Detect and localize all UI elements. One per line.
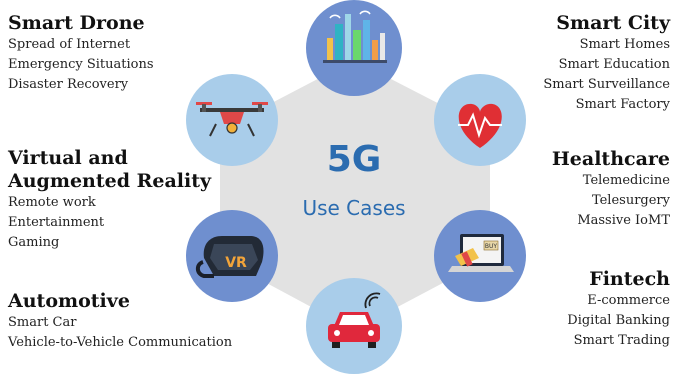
section-title: Smart City [556,12,670,34]
health-circle [434,74,526,166]
list-item: Telemedicine [582,173,670,188]
list-item: Telesurgery [591,193,670,208]
section-title: Smart Drone [8,12,145,34]
list-item: Smart Trading [573,333,670,348]
section-city: Smart City Smart Homes Smart Education S… [543,12,670,115]
section-fintech: Fintech E-commerce Digital Banking Smart… [567,268,670,351]
list-item: Entertainment [8,215,105,230]
city-icon [323,10,387,63]
list-item: Smart Factory [575,97,670,112]
buy-label: BUY [485,243,498,250]
list-item: E-commerce [587,293,670,308]
drone-circle [186,74,278,166]
fintech-circle: BUY [434,210,526,302]
automotive-circle [306,278,402,374]
center-hexagon [220,60,490,330]
list-item: Smart Surveillance [543,77,670,92]
car-icon [328,292,381,348]
vr-circle: VR [186,210,278,302]
list-item: Remote work [8,195,96,210]
list-item: Vehicle-to-Vehicle Communication [8,335,233,350]
section-automotive: Automotive Smart Car Vehicle-to-Vehicle … [8,290,232,353]
hub-subtitle: Use Cases [302,196,406,220]
section-title: Augmented Reality [8,170,212,192]
hub-title: 5G [326,139,382,180]
section-title: Virtual and [8,147,128,169]
section-vr: Virtual and Augmented Reality Remote wor… [8,147,211,253]
section-title: Fintech [589,268,670,290]
list-item: Digital Banking [567,313,670,328]
list-item: Spread of Internet [8,37,131,52]
section-title: Automotive [8,290,130,312]
list-item: Emergency Situations [8,57,154,72]
list-item: Disaster Recovery [8,77,129,92]
vr-headset-icon: VR [195,236,264,278]
list-item: Massive IoMT [577,213,670,228]
heart-pulse-icon [458,103,502,148]
list-item: Smart Education [558,57,670,72]
list-item: Smart Homes [579,37,670,52]
vr-mark: VR [225,255,247,271]
section-health: Healthcare Telemedicine Telesurgery Mass… [552,148,670,231]
city-circle [306,0,402,96]
section-drone: Smart Drone Spread of Internet Emergency… [8,12,154,95]
drone-icon [196,102,268,137]
list-item: Smart Car [8,315,77,330]
section-title: Healthcare [551,148,670,170]
online-shopping-icon: BUY [448,234,514,272]
list-item: Gaming [8,235,60,250]
